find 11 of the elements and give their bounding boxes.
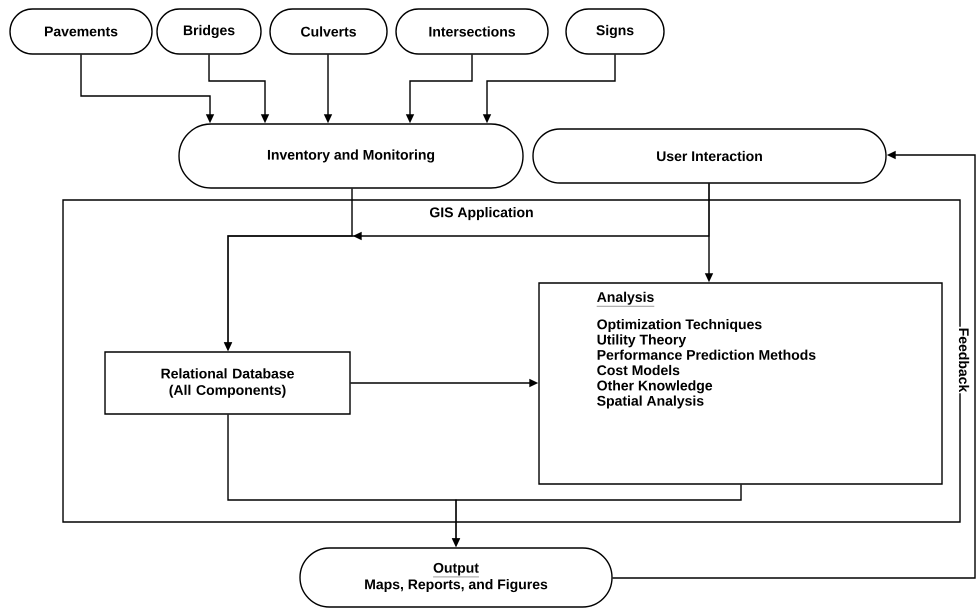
- rounded-box: Culverts: [269, 8, 388, 55]
- rounded-box: Signs: [565, 8, 665, 55]
- rounded-box: Intersections: [395, 8, 549, 55]
- rounded-box: Output Maps, Reports, and Figures: [299, 547, 613, 608]
- rounded-box: Inventory and Monitoring: [178, 123, 524, 189]
- rounded-box: Bridges: [156, 8, 262, 55]
- edge-label: Feedback: [958, 326, 970, 394]
- process-box: Relational Database (All Components): [104, 351, 351, 415]
- rounded-box: User Interaction: [532, 128, 887, 184]
- analysis-box: Analysis Optimization Techniques Utility Theory Performance Prediction Methods Cost Models Other Knowledge Spatial Analysis: [538, 282, 943, 485]
- rounded-box: Pavements: [9, 8, 153, 55]
